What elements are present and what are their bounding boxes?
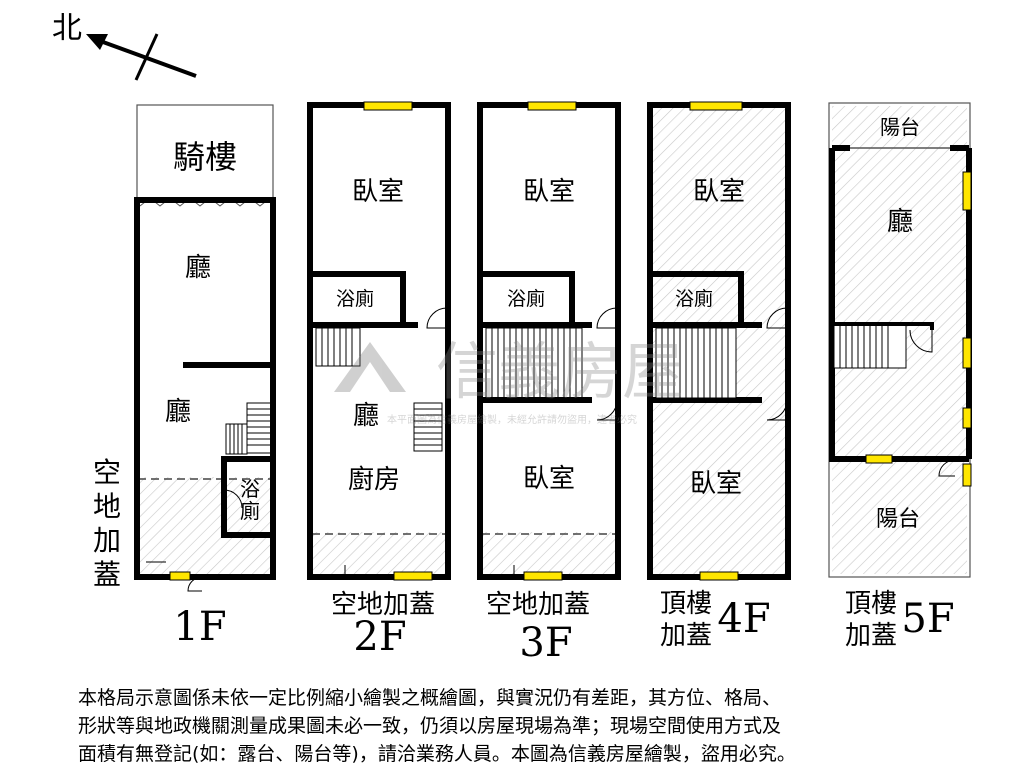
floor1-extension-char-4: 蓋 (93, 558, 121, 591)
north-arrow: 北 (52, 11, 197, 81)
floor2-bath-label: 浴廁 (336, 287, 374, 310)
floor4-bath-label: 浴廁 (675, 287, 713, 310)
floor3-bedroom-back-label: 臥室 (523, 464, 575, 494)
floor3-extension-label: 空地加蓋 (486, 590, 590, 620)
watermark-notice: 本平面圖為信義房屋繪製，未經允許請勿盜用，違者必究 (387, 413, 637, 426)
floor1-extension-char-1: 空 (93, 456, 121, 489)
floor-2-plan (307, 101, 451, 581)
disclaimer-line-2: 形狀等與地政機關測量成果圖未必一致，仍須以房屋現場為準；現場空間使用方式及 (78, 715, 782, 737)
floor5-extension-line-2: 加蓋 (845, 621, 897, 651)
floor1-hall-upper-label: 廳 (185, 253, 211, 283)
floor3-bath-label: 浴廁 (507, 287, 545, 310)
floor2-extension-label: 空地加蓋 (331, 590, 435, 620)
floor-3-plan (477, 101, 621, 581)
floor5-label: 5F (901, 596, 954, 642)
floor4-extension-line-2: 加蓋 (660, 621, 712, 651)
watermark-brand: 信義房屋 (436, 335, 684, 408)
floor1-hall-lower-label: 廳 (165, 397, 191, 427)
floor4-label: 4F (717, 596, 770, 642)
north-label: 北 (52, 11, 82, 46)
floor4-bedroom-front-label: 臥室 (693, 177, 745, 207)
floor4-extension-line-1: 頂樓 (660, 589, 712, 619)
watermark: 信義房屋 本平面圖為信義房屋繪製，未經允許請勿盜用，違者必究 (334, 335, 684, 426)
floor1-bath-label-1: 浴 (240, 477, 260, 501)
floor-4-plan (647, 101, 791, 581)
watermark-logo (334, 342, 406, 392)
floor2-hall-label: 廳 (353, 401, 379, 431)
floor4-bedroom-back-label: 臥室 (690, 469, 742, 499)
floor1-extension-char-3: 加 (93, 524, 121, 557)
floor3-bedroom-front-label: 臥室 (523, 177, 575, 207)
disclaimer: 本格局示意圖係未依一定比例縮小繪製之概繪圖，與實況仍有差距，其方位、格局、 形狀… (78, 684, 978, 768)
arcade-label: 騎樓 (173, 138, 237, 176)
floor1-extension-char-2: 地 (93, 490, 121, 523)
floor2-kitchen-label: 廚房 (348, 465, 400, 495)
floor1-bath-label-2: 廁 (240, 499, 260, 523)
floor2-label: 2F (353, 614, 406, 660)
floor5-hall-label: 廳 (887, 207, 913, 237)
floor-5-plan (828, 102, 972, 578)
floor5-balcony-front-label: 陽台 (880, 115, 920, 139)
floor1-label: 1F (173, 604, 226, 650)
floor-plan-diagram: 北 騎樓 廳 廳 浴 廁 空 地 加 蓋 (52, 11, 972, 666)
floor5-balcony-back-label: 陽台 (876, 507, 920, 532)
floor2-bedroom-label: 臥室 (352, 177, 404, 207)
floor-1-plan (134, 104, 276, 592)
floor5-extension-line-1: 頂樓 (845, 589, 897, 619)
floor3-label: 3F (519, 620, 572, 666)
disclaimer-line-3: 面積有無登記(如：露台、陽台等)，請洽業務人員。本圖為信義房屋繪製，盜用必究。 (78, 743, 796, 765)
disclaimer-line-1: 本格局示意圖係未依一定比例縮小繪製之概繪圖，與實況仍有差距，其方位、格局、 (78, 687, 782, 709)
